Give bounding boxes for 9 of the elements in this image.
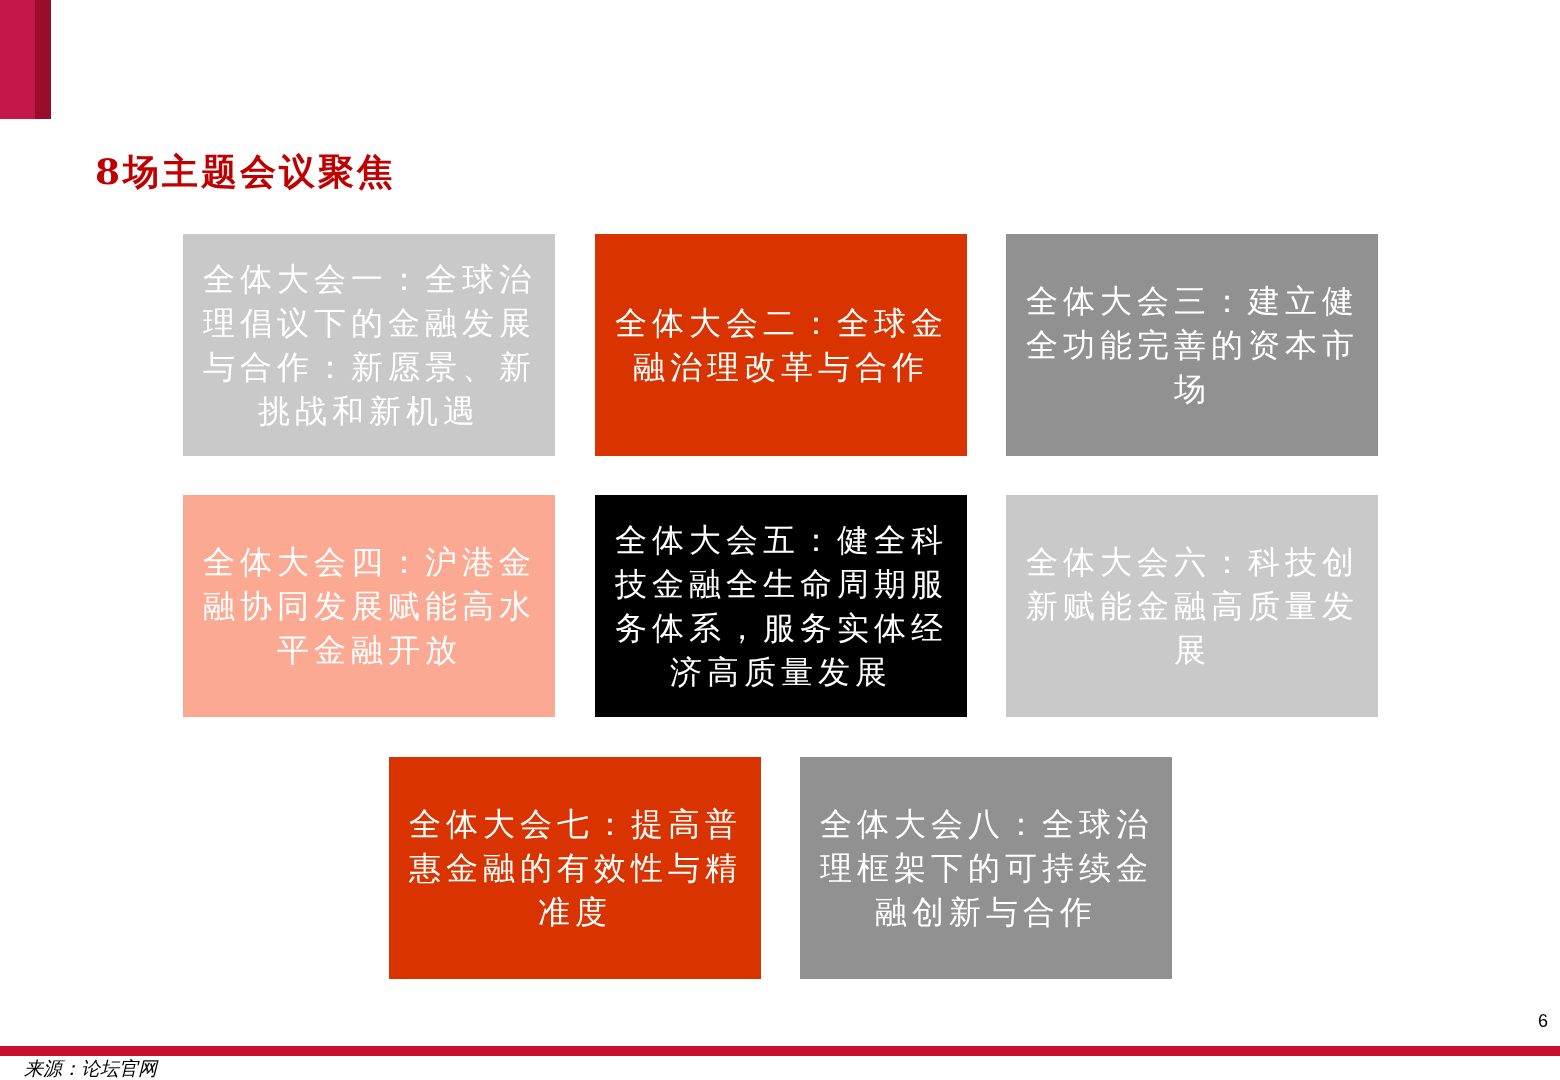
slide-title: 8场主题会议聚焦 [95,149,397,194]
topic-box: 全体大会二：全球金融治理改革与合作 [595,234,967,456]
topic-box: 全体大会三：建立健全功能完善的资本市场 [1006,234,1378,456]
topic-box: 全体大会四：沪港金融协同发展赋能高水平金融开放 [183,495,555,717]
topic-box: 全体大会五：健全科技金融全生命周期服务体系，服务实体经济高质量发展 [595,495,967,717]
topic-box: 全体大会八：全球治理框架下的可持续金融创新与合作 [800,757,1172,979]
page-number: 6 [1538,1011,1548,1032]
topic-box: 全体大会七：提高普惠金融的有效性与精准度 [389,757,761,979]
source-note: 来源：论坛官网 [24,1056,157,1080]
